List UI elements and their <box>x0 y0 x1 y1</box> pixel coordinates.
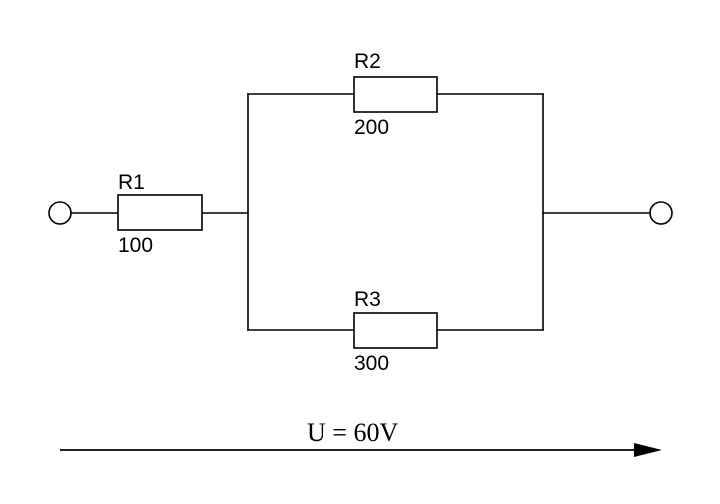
resistor-r1: R1 100 <box>117 171 203 257</box>
resistor-r1-name: R1 <box>118 171 145 194</box>
resistor-r1-value: 100 <box>118 234 153 257</box>
resistor-r2: R2 200 <box>353 50 438 139</box>
right-terminal <box>649 201 673 225</box>
resistor-r2-name: R2 <box>354 50 381 73</box>
left-terminal <box>48 201 72 225</box>
resistor-r2-value: 200 <box>354 116 389 139</box>
resistor-r3-value: 300 <box>354 352 389 375</box>
resistor-r3-name: R3 <box>354 288 381 311</box>
resistor-r2-body <box>353 76 438 113</box>
resistor-r1-body <box>117 194 203 231</box>
voltage-arrow: U = 60V <box>60 418 662 457</box>
arrow-head-icon <box>634 443 662 457</box>
resistor-r3: R3 300 <box>353 288 438 375</box>
resistor-r3-body <box>353 312 438 349</box>
voltage-label: U = 60V <box>307 418 398 447</box>
